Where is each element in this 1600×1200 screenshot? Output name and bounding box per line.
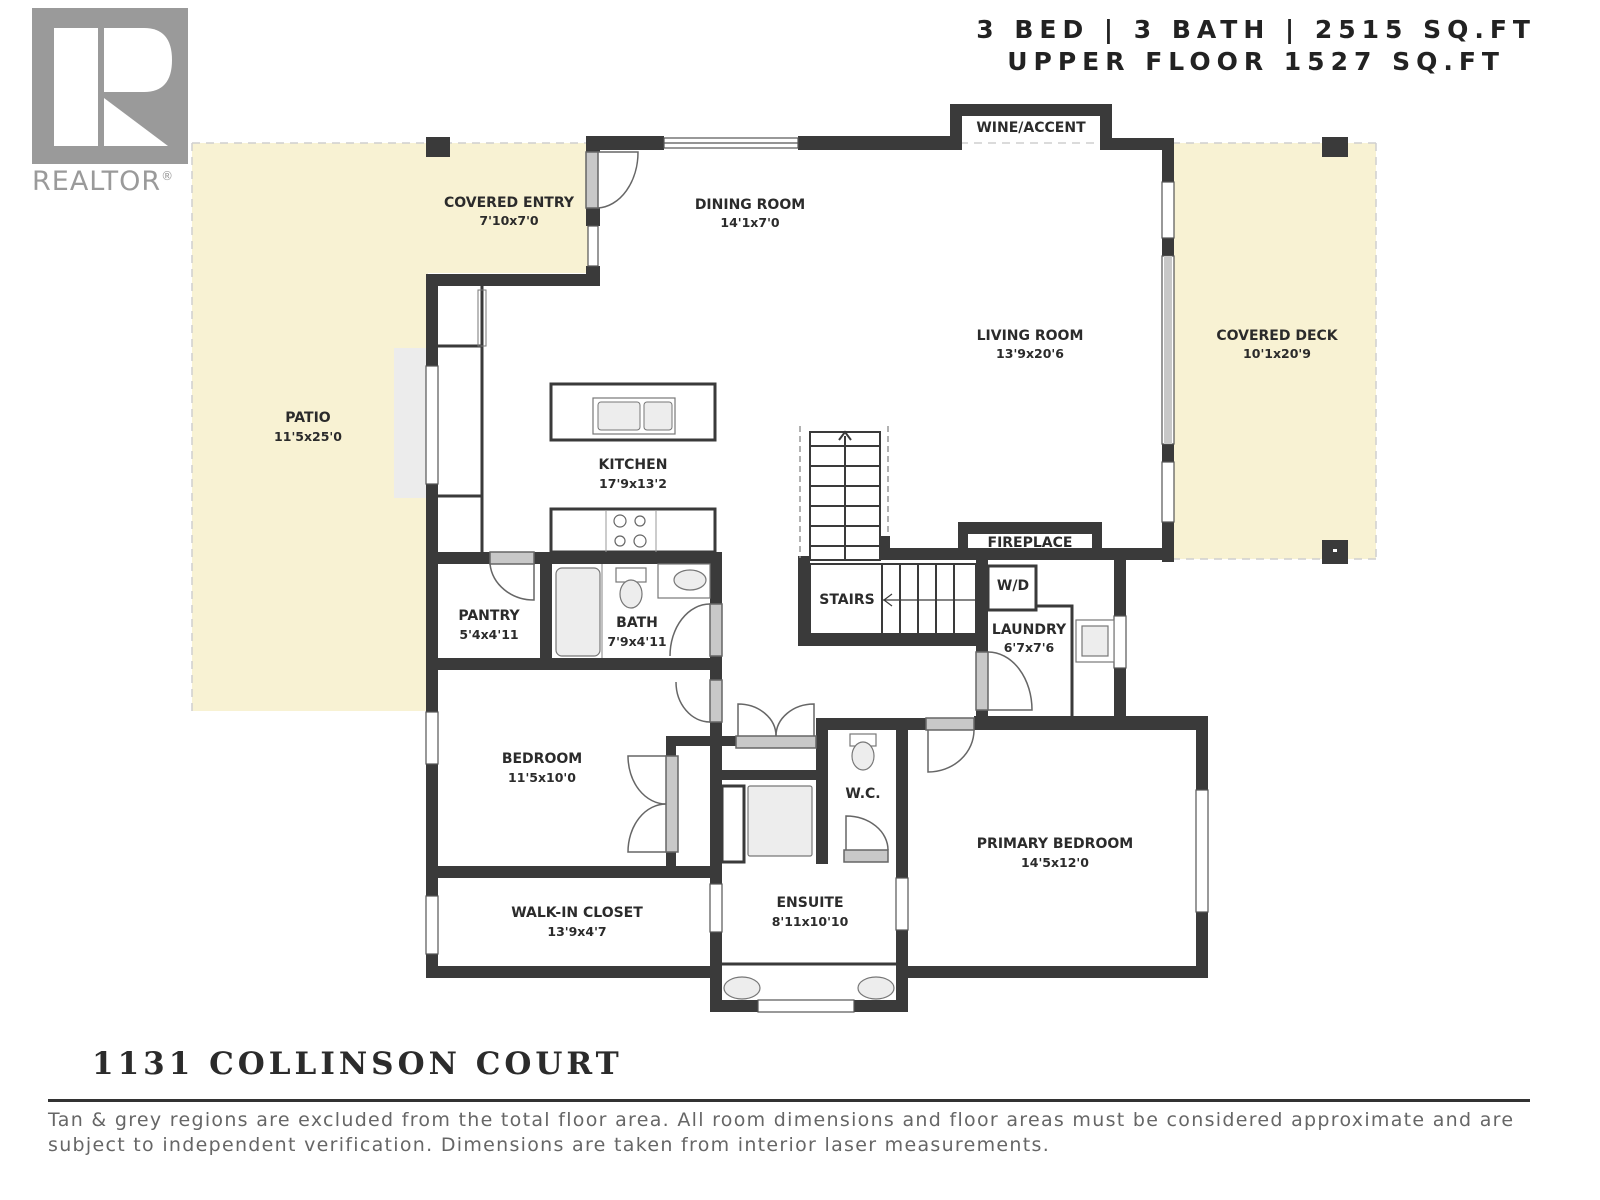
column [1322,137,1348,157]
kitchen-fixtures [438,286,717,554]
realtor-r-icon [32,8,188,164]
dim-patio: 11'5x25'0 [274,429,342,444]
dim-dining-room: 14'1x7'0 [720,215,780,230]
sink-icon [643,401,673,431]
dim-bedroom: 11'5x10'0 [508,770,576,785]
kitchen-counter [549,507,717,554]
property-address: 1131 COLLINSON COURT [92,1046,623,1082]
label-wc: W.C. [845,786,880,802]
disclaimer: Tan & grey regions are excluded from the… [48,1109,1515,1156]
dim-primary-bedroom: 14'5x12'0 [1021,855,1089,870]
label-bedroom: BEDROOM [502,751,582,767]
laundry-door [975,651,989,711]
sink-icon [857,976,895,1000]
dim-laundry: 6'7x7'6 [1004,640,1055,655]
label-primary-bedroom: PRIMARY BEDROOM [977,836,1133,852]
label-covered-deck: COVERED DECK [1216,328,1338,344]
label-fireplace: FIREPLACE [988,535,1073,551]
hall-double-door [735,735,817,749]
bath-door [709,603,723,657]
label-walk-in-closet: WALK-IN CLOSET [511,905,643,921]
stairs-icon [799,426,977,635]
shower-icon [747,785,813,857]
doors [489,151,1033,863]
sink-icon [597,401,641,431]
label-dining-room: DINING ROOM [695,197,805,213]
room-labels: COVERED ENTRY 7'10x7'0 DINING ROOM 14'1x… [274,120,1339,939]
fridge [477,289,487,347]
label-pantry: PANTRY [458,608,520,624]
label-laundry: LAUNDRY [992,622,1067,638]
primary-door [925,717,975,731]
label-living-room: LIVING ROOM [977,328,1084,344]
label-covered-entry: COVERED ENTRY [444,195,575,211]
kitchen-island [549,382,717,442]
covered-entry-area [428,143,590,273]
dim-ensuite: 8'11x10'10 [772,914,849,929]
dim-pantry: 5'4x4'11 [459,627,518,642]
label-patio: PATIO [285,410,330,426]
sink-icon [723,976,761,1000]
bed-bath-sqft: 3 BED | 3 BATH | 2515 SQ.FT [976,15,1536,44]
label-wine-accent: WINE/ACCENT [976,120,1086,136]
label-kitchen: KITCHEN [599,457,668,473]
dim-walk-in-closet: 13'9x4'7 [547,924,606,939]
dim-living-room: 13'9x20'6 [996,346,1064,361]
bathtub-icon [555,567,601,657]
dim-kitchen: 17'9x13'2 [599,476,667,491]
divider [48,1099,1530,1102]
label-bath: BATH [616,615,658,631]
dim-covered-entry: 7'10x7'0 [479,213,539,228]
toilet-icon [851,741,875,771]
dim-covered-deck: 10'1x20'9 [1243,346,1311,361]
bedroom-door [709,679,723,723]
patio-area [192,143,428,711]
wc-door [843,849,889,863]
dim-bath: 7'9x4'11 [607,634,666,649]
toilet-icon [619,579,643,609]
sink-icon [673,569,707,591]
pantry-door [489,551,535,565]
closet-doors [665,755,679,853]
entry-door [585,151,599,209]
column [426,137,450,157]
label-wd: W/D [997,578,1029,594]
excluded-grey-area [394,348,428,498]
cooktop-icon [613,514,647,548]
covered-deck-area [1172,143,1376,559]
label-stairs: STAIRS [819,592,874,608]
listing-summary: 3 BED | 3 BATH | 2515 SQ.FT UPPER FLOOR … [976,14,1536,78]
exterior-areas [191,142,1377,711]
realtor-wordmark: REALTOR® [32,166,175,197]
upper-floor-sqft: UPPER FLOOR 1527 SQ.FT [1007,47,1505,76]
bath-fixtures [555,563,1115,1000]
realtor-logo: REALTOR® [32,8,188,197]
label-ensuite: ENSUITE [776,895,843,911]
